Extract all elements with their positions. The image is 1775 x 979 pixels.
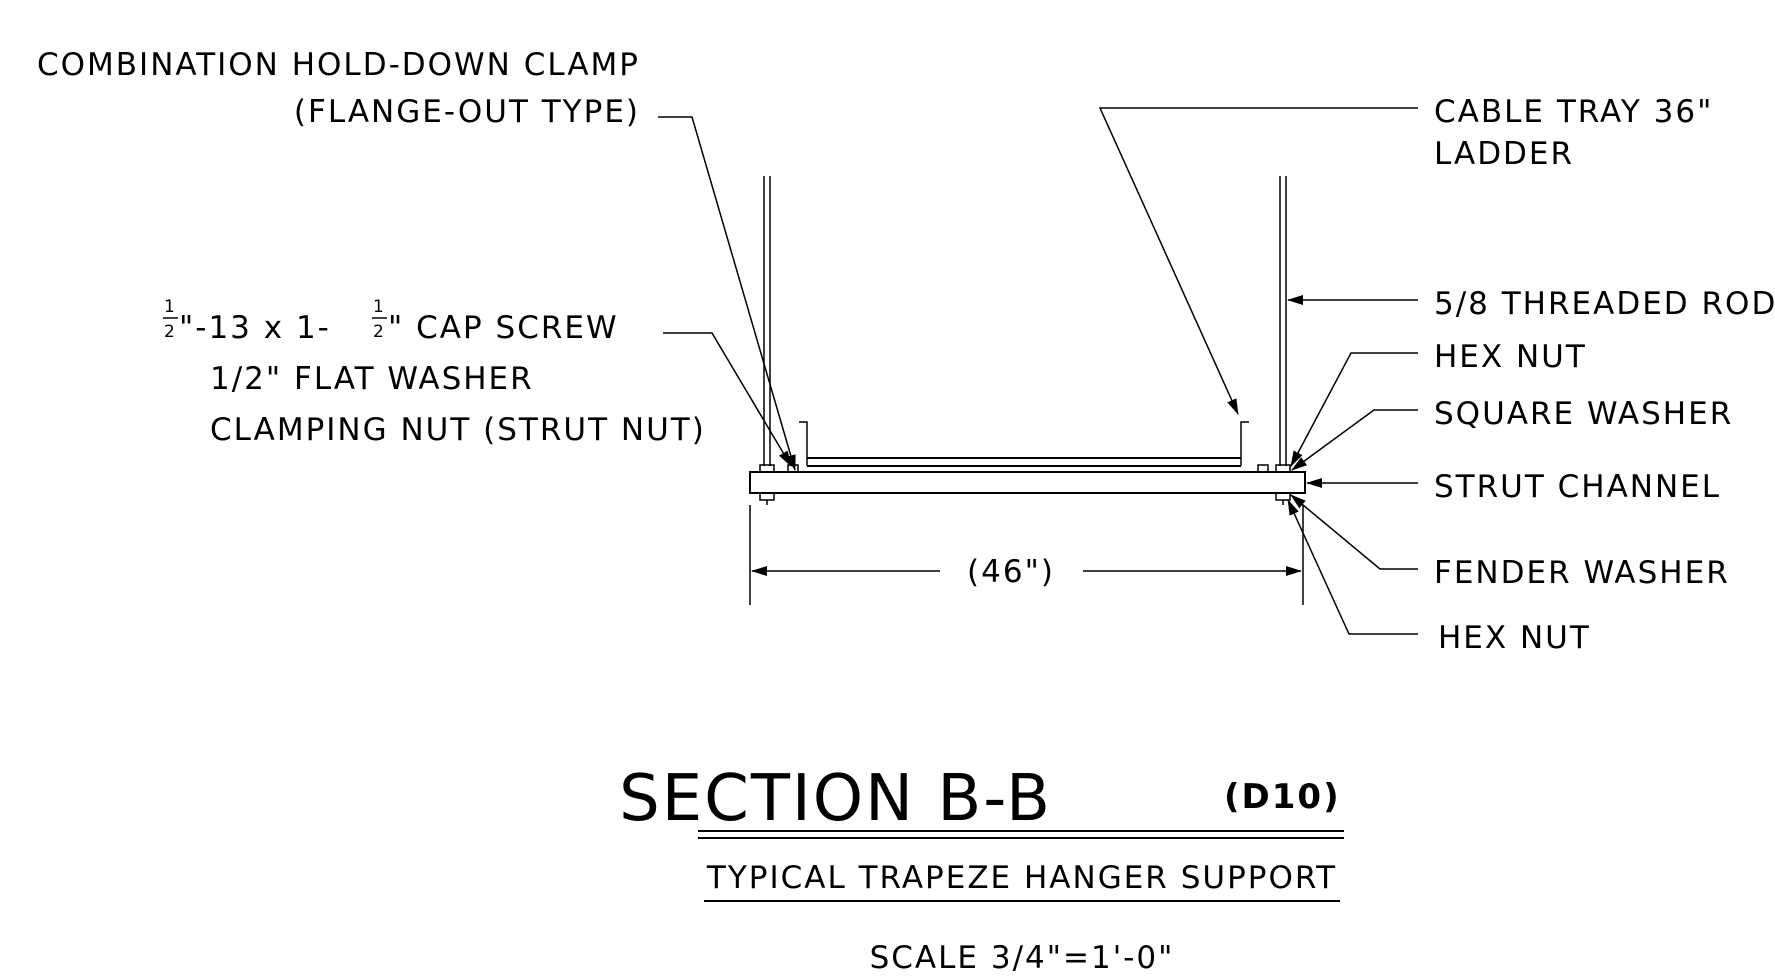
right-hardware: [1257, 464, 1291, 505]
svg-text:2: 2: [164, 322, 177, 342]
svg-text:" CAP SCREW: " CAP SCREW: [388, 310, 619, 346]
label-flat-washer: 1/2" FLAT WASHER: [210, 361, 534, 397]
section-title: SECTION B-B: [619, 762, 1052, 836]
strut-channel: [749, 471, 1306, 494]
section-reference: (D10): [1224, 777, 1341, 817]
label-clamping-nut: CLAMPING NUT (STRUT NUT): [210, 412, 706, 448]
label-clamp-line2: (FLANGE-OUT TYPE): [294, 94, 640, 130]
left-threaded-rod: [763, 176, 771, 466]
right-threaded-rod: [1279, 176, 1287, 466]
label-cable-tray-line2: LADDER: [1434, 136, 1574, 172]
left-hardware: [759, 464, 799, 505]
label-square-washer: SQUARE WASHER: [1434, 396, 1733, 432]
dimension-label: (46"): [967, 554, 1055, 590]
dimension-46: (46"): [749, 505, 1304, 605]
svg-text:1: 1: [373, 297, 386, 317]
label-threaded-rod: 5/8 THREADED ROD: [1434, 286, 1775, 322]
label-hex-nut-bottom: HEX NUT: [1438, 620, 1591, 656]
label-hex-nut-top: HEX NUT: [1434, 339, 1587, 375]
svg-text:"-13 x 1-: "-13 x 1-: [179, 310, 331, 346]
section-scale: SCALE 3/4"=1'-0": [870, 940, 1175, 976]
svg-text:1: 1: [164, 297, 177, 317]
label-clamp-line1: COMBINATION HOLD-DOWN CLAMP: [37, 47, 640, 83]
svg-text:2: 2: [373, 322, 386, 342]
label-cap-screw: 1 2 "-13 x 1- 1 2 " CAP SCREW: [163, 297, 619, 346]
label-fender-washer: FENDER WASHER: [1434, 555, 1730, 591]
label-strut-channel: STRUT CHANNEL: [1434, 469, 1721, 505]
section-subtitle: TYPICAL TRAPEZE HANGER SUPPORT: [706, 860, 1337, 896]
label-cable-tray-line1: CABLE TRAY 36": [1434, 94, 1713, 130]
cable-tray-ladder: [799, 421, 1249, 467]
